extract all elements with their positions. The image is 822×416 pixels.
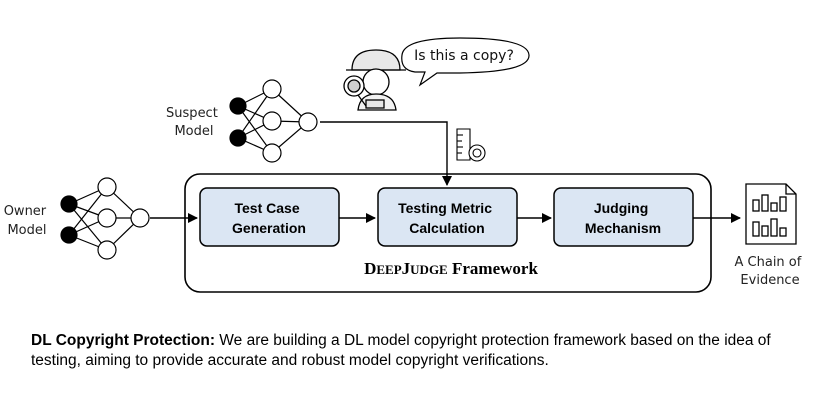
stage-label-line: Judging xyxy=(594,200,648,216)
owner-label-line: Model xyxy=(7,223,46,238)
stage-test-case-generation: Test Case Generation xyxy=(199,187,340,247)
owner-model-label: Owner Model xyxy=(4,204,51,238)
speech-bubble-text: Is this a copy? xyxy=(414,48,514,64)
figure-caption: DL Copyright Protection: We are building… xyxy=(31,331,811,371)
stage-label-line: Calculation xyxy=(409,220,484,236)
suspect-to-metric-arrow xyxy=(320,121,452,186)
report-chart-icon xyxy=(745,183,797,245)
caption-heading: DL Copyright Protection: xyxy=(31,332,215,349)
owner-label-line: Owner xyxy=(4,204,47,219)
suspect-label-line: Model xyxy=(174,124,213,139)
owner-model-network-icon xyxy=(60,177,150,260)
detective-icon xyxy=(343,49,406,111)
svg-text:Judging Mechanism: Judging Mechanism xyxy=(585,200,661,236)
evidence-label-line: A Chain of xyxy=(735,255,802,270)
stage-label-line: Test Case xyxy=(235,200,300,216)
svg-text:Testing Metric Calculati: Testing Metric Calculation xyxy=(398,200,496,236)
stage-label-line: Mechanism xyxy=(585,220,661,236)
stage-testing-metric-calculation: Testing Metric Calculation xyxy=(377,187,518,247)
stage-label-line: Testing Metric xyxy=(398,200,492,216)
framework-title: DEEPJUDGE Framework xyxy=(364,259,538,278)
ruler-icon xyxy=(456,128,486,162)
suspect-model-network-icon xyxy=(229,79,318,163)
caption-body: We are building a DL model copyright pro… xyxy=(31,332,771,369)
evidence-label-line: Evidence xyxy=(740,273,799,288)
svg-text:Test Case Generation: Test Case Generation xyxy=(232,200,306,236)
framework-container xyxy=(184,173,712,293)
stage-label-line: Generation xyxy=(232,220,306,236)
speech-bubble: Is this a copy? xyxy=(401,37,530,87)
suspect-label-line: Suspect xyxy=(166,106,218,121)
evidence-label: A Chain of Evidence xyxy=(735,255,806,288)
suspect-model-label: Suspect Model xyxy=(166,106,222,139)
stage-judging-mechanism: Judging Mechanism xyxy=(553,187,694,247)
